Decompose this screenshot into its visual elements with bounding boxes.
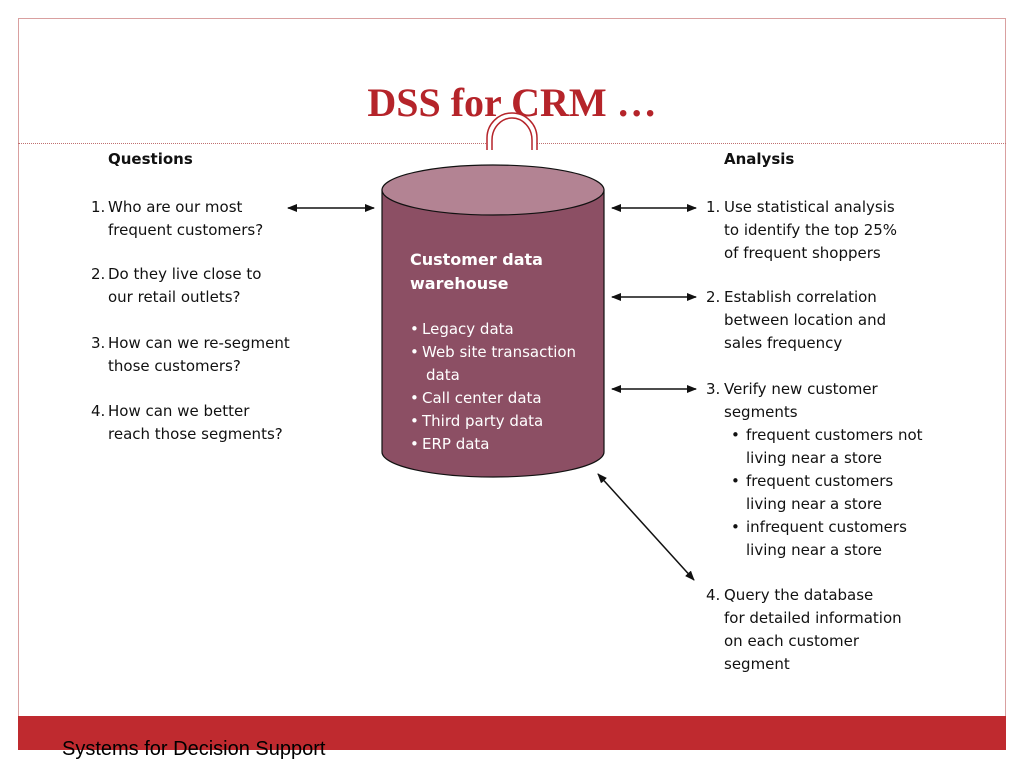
analysis-number: 2. xyxy=(706,288,721,306)
analysis-text: segments xyxy=(724,403,798,421)
question-item: 3.How can we re-segment those customers? xyxy=(91,332,290,378)
analysis-item: 4.Query the database for detailed inform… xyxy=(706,584,902,676)
analysis-text: between location and xyxy=(724,311,887,329)
questions-heading: Questions xyxy=(108,150,193,168)
arrow-analysis-4 xyxy=(597,473,695,581)
question-text: frequent customers? xyxy=(108,221,264,239)
analysis-text: segment xyxy=(724,655,790,673)
analysis-heading: Analysis xyxy=(724,150,795,168)
question-text: our retail outlets? xyxy=(108,288,241,306)
cylinder-top xyxy=(381,164,605,216)
question-item: 1.Who are our most frequent customers? xyxy=(91,196,263,242)
analysis-text: to identify the top 25% xyxy=(724,221,898,239)
analysis-text: for detailed information xyxy=(724,609,902,627)
analysis-text: sales frequency xyxy=(724,334,843,352)
segment-list: •frequent customers not living near a st… xyxy=(706,424,923,562)
analysis-item: 1.Use statistical analysis to identify t… xyxy=(706,196,897,265)
question-number: 2. xyxy=(91,265,106,283)
analysis-item: 2.Establish correlation between location… xyxy=(706,286,886,355)
analysis-text: of frequent shoppers xyxy=(724,244,881,262)
analysis-text: Use statistical analysis xyxy=(724,198,895,216)
question-item: 4.How can we better reach those segments… xyxy=(91,400,283,446)
warehouse-title-line: Customer data xyxy=(410,250,543,269)
analysis-number: 4. xyxy=(706,586,721,604)
question-number: 3. xyxy=(91,334,106,352)
slide-frame xyxy=(18,18,1006,750)
list-item: living near a store xyxy=(746,495,882,513)
cylinder-body xyxy=(381,189,605,478)
analysis-text: Verify new customer xyxy=(724,380,878,398)
list-item: •frequent customers not xyxy=(731,426,923,444)
question-text: those customers? xyxy=(108,357,241,375)
footer-band xyxy=(18,716,1006,750)
list-item: •Web site transaction xyxy=(410,343,577,361)
list-item: •infrequent customers xyxy=(731,518,907,536)
analysis-text: on each customer xyxy=(724,632,860,650)
question-text: How can we re-segment xyxy=(108,334,290,352)
analysis-item: 3.Verify new customer segments •frequent… xyxy=(706,378,923,562)
question-text: Do they live close to xyxy=(108,265,262,283)
list-item: •Third party data xyxy=(410,412,544,430)
list-item: •Legacy data xyxy=(410,320,514,338)
list-item: •Call center data xyxy=(410,389,542,407)
question-text: How can we better xyxy=(108,402,250,420)
footer-text: Systems for Decision Support xyxy=(62,738,326,760)
data-warehouse-cylinder xyxy=(381,164,605,478)
analysis-number: 3. xyxy=(706,380,721,398)
analysis-text: Query the database xyxy=(724,586,874,604)
list-item: •frequent customers xyxy=(731,472,894,490)
list-item: •ERP data xyxy=(410,435,490,453)
question-text: reach those segments? xyxy=(108,425,283,443)
list-item: living near a store xyxy=(746,541,882,559)
question-number: 4. xyxy=(91,402,106,420)
warehouse-title: Customer data warehouse xyxy=(410,248,543,296)
question-text: Who are our most xyxy=(108,198,243,216)
warehouse-title-line: warehouse xyxy=(410,274,509,293)
warehouse-data-list: •Legacy data •Web site transaction data … xyxy=(410,318,576,456)
list-item: living near a store xyxy=(746,449,882,467)
question-number: 1. xyxy=(91,198,106,216)
list-item: data xyxy=(426,366,460,384)
analysis-text: Establish correlation xyxy=(724,288,877,306)
analysis-number: 1. xyxy=(706,198,721,216)
question-item: 2.Do they live close to our retail outle… xyxy=(91,263,261,309)
